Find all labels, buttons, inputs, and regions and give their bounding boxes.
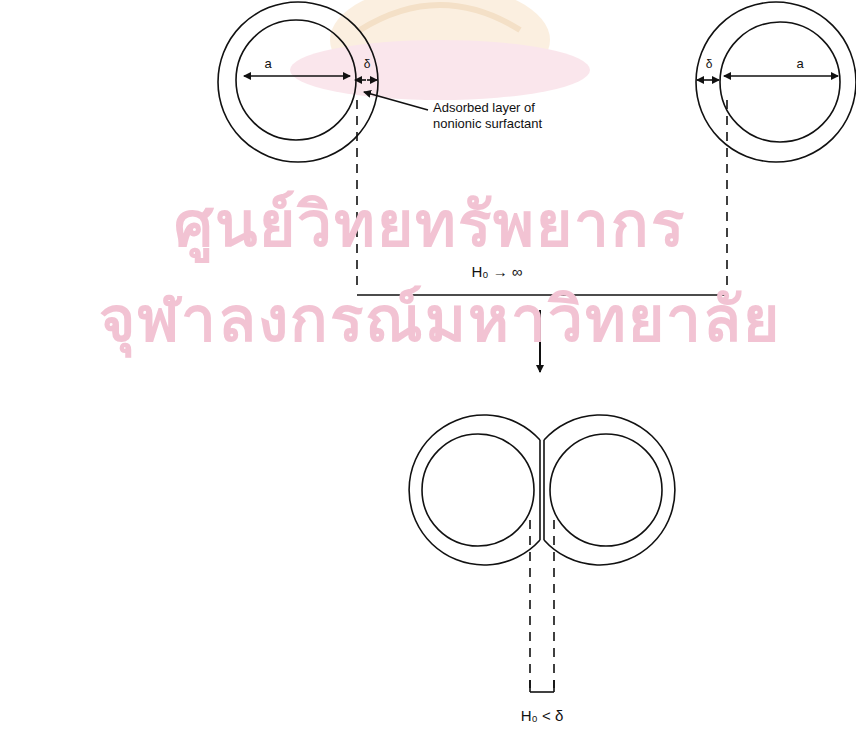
separation-label: H₀ → ∞ (471, 263, 522, 281)
dimension-label: a (796, 56, 803, 72)
particle-core (550, 434, 662, 546)
adsorbed-layer (696, 2, 856, 162)
dimension-label: a (264, 56, 271, 72)
callout-text: Adsorbed layer of nonionic surfactant (433, 100, 563, 131)
adsorbed-layer (544, 415, 675, 565)
seal-watermark (290, 0, 590, 100)
dimension-label: δ (364, 57, 371, 71)
watermark-text: ศูนย์วิทยทรัพยากร (174, 188, 686, 262)
adsorbed-layer (218, 2, 378, 162)
particle-core (422, 434, 534, 546)
adsorbed-layer (409, 415, 540, 565)
particle-core (720, 22, 840, 142)
watermark-text: จุฬาลงกรณ์มหาวิทยาลัย (99, 283, 781, 357)
particle-core (236, 20, 356, 140)
separation-label: H₀ < δ (521, 707, 564, 725)
dimension-label: δ (706, 57, 713, 71)
